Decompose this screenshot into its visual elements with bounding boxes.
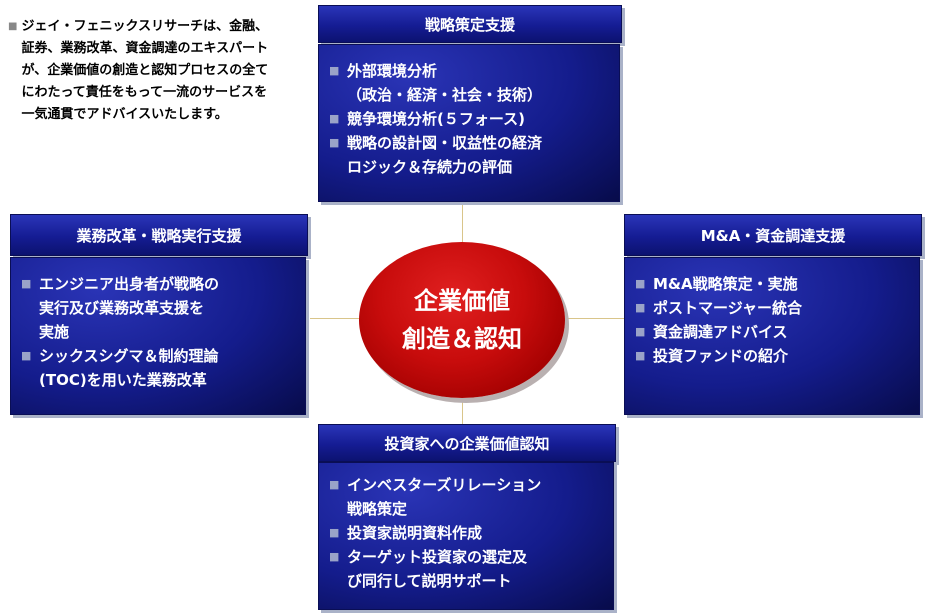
center-ellipse: 企業価値 創造＆認知: [359, 242, 565, 398]
strategy-panel: ■外部環境分析 （政治・経済・社会・技術） ■競争環境分析(５フォース) ■戦略…: [318, 44, 620, 202]
list-item: ■インベスターズリレーション 戦略策定: [329, 473, 603, 521]
bullet: ■: [635, 325, 646, 338]
bullet: ■: [329, 550, 340, 563]
bullet: ■: [21, 349, 32, 362]
bullet: ■: [635, 277, 646, 290]
ma-header: M&A・資金調達支援: [624, 214, 922, 256]
bullet: ■: [21, 277, 32, 290]
operations-list: ■エンジニア出身者が戦略の 実行及び業務改革支援を 実施 ■シックスシグマ＆制約…: [21, 272, 295, 392]
list-item: ■エンジニア出身者が戦略の 実行及び業務改革支援を 実施: [21, 272, 295, 344]
ma-panel: ■M&A戦略策定・実施 ■ポストマージャー統合 ■資金調達アドバイス ■投資ファ…: [624, 257, 920, 415]
intro-text: ■ ジェイ・フェニックスリサーチは、金融、証券、業務改革、資金調達のエキスパート…: [8, 16, 280, 126]
list-item: ■外部環境分析 （政治・経済・社会・技術）: [329, 59, 609, 107]
strategy-title: 戦略策定支援: [424, 15, 515, 34]
ma-list: ■M&A戦略策定・実施 ■ポストマージャー統合 ■資金調達アドバイス ■投資ファ…: [635, 272, 909, 368]
operations-panel: ■エンジニア出身者が戦略の 実行及び業務改革支援を 実施 ■シックスシグマ＆制約…: [10, 257, 306, 415]
center-line-1: 企業価値: [414, 287, 510, 315]
bullet: ■: [329, 64, 340, 77]
operations-title: 業務改革・戦略実行支援: [76, 226, 242, 245]
investor-title: 投資家への企業価値認知: [384, 434, 550, 453]
list-item: ■戦略の設計図・収益性の経済 ロジック＆存続力の評価: [329, 131, 609, 179]
list-item: ■競争環境分析(５フォース): [329, 107, 609, 131]
list-item: ■投資家説明資料作成: [329, 521, 603, 545]
intro-bullet: ■: [8, 21, 18, 32]
bullet: ■: [635, 301, 646, 314]
strategy-header: 戦略策定支援: [318, 5, 622, 43]
bullet: ■: [329, 526, 340, 539]
list-item: ■資金調達アドバイス: [635, 320, 909, 344]
bullet: ■: [329, 112, 340, 125]
list-item: ■M&A戦略策定・実施: [635, 272, 909, 296]
list-item: ■シックスシグマ＆制約理論 (TOC)を用いた業務改革: [21, 344, 295, 392]
bullet: ■: [329, 136, 340, 149]
intro-paragraph: ジェイ・フェニックスリサーチは、金融、証券、業務改革、資金調達のエキスパートが、…: [21, 19, 269, 122]
bullet: ■: [635, 349, 646, 362]
list-item: ■ターゲット投資家の選定及 び同行して説明サポート: [329, 545, 603, 593]
list-item: ■投資ファンドの紹介: [635, 344, 909, 368]
strategy-list: ■外部環境分析 （政治・経済・社会・技術） ■競争環境分析(５フォース) ■戦略…: [329, 59, 609, 179]
investor-panel: ■インベスターズリレーション 戦略策定 ■投資家説明資料作成 ■ターゲット投資家…: [318, 462, 614, 610]
operations-header: 業務改革・戦略実行支援: [10, 214, 308, 256]
investor-list: ■インベスターズリレーション 戦略策定 ■投資家説明資料作成 ■ターゲット投資家…: [329, 473, 603, 593]
center-line-2: 創造＆認知: [402, 325, 522, 353]
list-item: ■ポストマージャー統合: [635, 296, 909, 320]
bullet: ■: [329, 478, 340, 491]
investor-header: 投資家への企業価値認知: [318, 424, 616, 462]
ma-title: M&A・資金調達支援: [700, 226, 846, 245]
